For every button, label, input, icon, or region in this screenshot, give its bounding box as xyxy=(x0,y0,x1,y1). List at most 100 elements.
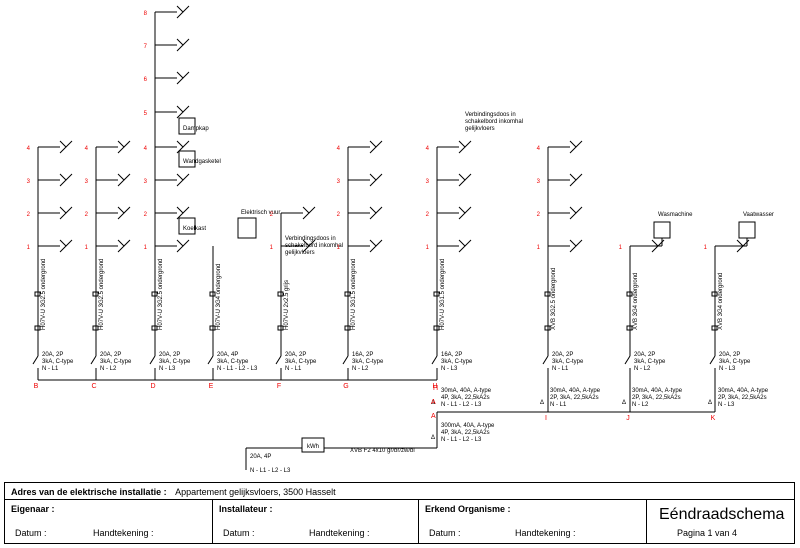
socket-arc xyxy=(458,173,466,187)
load-label: Wandgasketel xyxy=(183,159,221,165)
rcd-spec: 4P, 3kA, 22,5kA2s xyxy=(441,395,490,401)
circuit-id: G xyxy=(343,383,348,390)
socket-arc xyxy=(302,206,310,220)
cable-label: XVB 3G2.5 ondergrond xyxy=(551,268,557,330)
socket-arc xyxy=(176,206,184,220)
rcd-spec: 30mA, 40A, A-type xyxy=(718,388,769,394)
point-number: 3 xyxy=(27,179,31,185)
socket-symbol xyxy=(449,239,472,253)
socket-symbol xyxy=(108,173,131,187)
socket-symbol xyxy=(449,206,472,220)
cable-mark xyxy=(209,325,216,331)
bus-label: H xyxy=(433,385,438,392)
circuit-id: K xyxy=(711,415,716,422)
rcd-spec: 2P, 3kA, 22,5kA2s xyxy=(550,395,599,401)
rcd-symbol: Δ xyxy=(431,400,435,406)
breaker-spec: N - L1 xyxy=(285,366,302,372)
point-number: 1 xyxy=(704,245,708,251)
socket-tick xyxy=(375,140,383,148)
socket-symbol xyxy=(293,239,316,253)
socket-arc xyxy=(176,38,184,52)
owner-date-label: Datum : xyxy=(15,528,47,538)
appliance-box xyxy=(178,117,196,135)
address-row: Adres van de elektrische installatie : A… xyxy=(5,483,794,500)
socket-symbol xyxy=(50,206,73,220)
socket-arc xyxy=(117,206,125,220)
cable-mark xyxy=(34,325,41,331)
appliance-box xyxy=(178,217,196,235)
breaker-contact xyxy=(624,355,631,365)
socket-arc xyxy=(369,173,377,187)
circuit-H xyxy=(431,146,449,380)
load-label: Verbindingsdoos in xyxy=(285,236,336,242)
breaker-spec: 3kA, C-type xyxy=(634,359,666,365)
socket-tick xyxy=(575,206,583,214)
cable-mark xyxy=(92,291,99,297)
breaker-spec: 3kA, C-type xyxy=(42,359,74,365)
breaker-spec: 3kA, C-type xyxy=(552,359,584,365)
socket-arc xyxy=(458,140,466,154)
cable-label: H07V-U 3G1.5 ondergrond xyxy=(351,259,357,330)
load-label: Koelkast xyxy=(183,226,206,232)
rcd-spec: 30mA, 40A, A-type xyxy=(632,388,683,394)
point-number: 3 xyxy=(85,179,89,185)
point-number: 2 xyxy=(337,212,341,218)
socket-arc xyxy=(569,140,577,154)
rcd-spec: 30mA, 40A, A-type xyxy=(550,388,601,394)
breaker-spec: N - L1 xyxy=(42,366,59,372)
socket-tick xyxy=(182,105,190,113)
organisation-date-label: Datum : xyxy=(429,528,461,538)
cable-mark xyxy=(711,291,718,297)
circuit-D xyxy=(149,11,196,380)
socket-arc xyxy=(117,173,125,187)
socket-tick xyxy=(182,140,190,148)
socket-symbol xyxy=(360,206,383,220)
breaker-spec: 3kA, C-type xyxy=(217,359,249,365)
point-number: 1 xyxy=(27,245,31,251)
breaker-spec: N - L3 xyxy=(441,366,458,372)
point-number: 4 xyxy=(144,146,148,152)
point-number: 2 xyxy=(85,212,89,218)
socket-arc xyxy=(176,5,184,19)
socket-tick xyxy=(182,38,190,46)
breaker-contact xyxy=(709,355,716,365)
socket-tick xyxy=(575,173,583,181)
cable-mark xyxy=(711,325,718,331)
point-number: 2 xyxy=(537,212,541,218)
socket-symbol xyxy=(727,239,750,253)
appliance-box xyxy=(738,221,756,239)
point-number: 2 xyxy=(270,212,274,218)
point-number: 1 xyxy=(85,245,89,251)
load-label: gelijkvloers xyxy=(465,126,495,132)
installer-cell: Installateur : Datum : Handtekening : xyxy=(213,500,419,544)
breaker-contact xyxy=(542,355,549,365)
load-label: Wasmachine xyxy=(658,212,693,218)
socket-symbol xyxy=(560,206,583,220)
socket-tick xyxy=(123,173,131,181)
socket-arc xyxy=(117,140,125,154)
breaker-spec: N - L2 xyxy=(634,366,651,372)
socket-tick xyxy=(464,206,472,214)
socket-arc xyxy=(458,239,466,253)
circuit-K xyxy=(709,221,756,412)
breaker-contact xyxy=(342,355,349,365)
socket-arc xyxy=(59,239,67,253)
appliance-box xyxy=(653,221,671,239)
socket-symbol xyxy=(360,173,383,187)
rcd-symbol: Δ xyxy=(708,400,712,406)
circuit-id: I xyxy=(545,415,547,422)
socket-tick xyxy=(375,173,383,181)
breaker-spec: 20A, 2P xyxy=(159,352,180,358)
rcd-spec: 300mA, 40A, A-type xyxy=(441,423,495,429)
socket-tick xyxy=(575,239,583,247)
socket-arc xyxy=(369,140,377,154)
socket-tick xyxy=(123,140,131,148)
cable-label: XVB 3G4 ondergrond xyxy=(718,273,724,330)
socket-symbol xyxy=(50,140,73,154)
socket-tick xyxy=(375,206,383,214)
circuit-E xyxy=(207,217,257,380)
socket-symbol xyxy=(50,173,73,187)
socket-tick xyxy=(308,206,316,214)
breaker-spec: 20A, 2P xyxy=(552,352,573,358)
socket-symbol xyxy=(167,140,190,154)
